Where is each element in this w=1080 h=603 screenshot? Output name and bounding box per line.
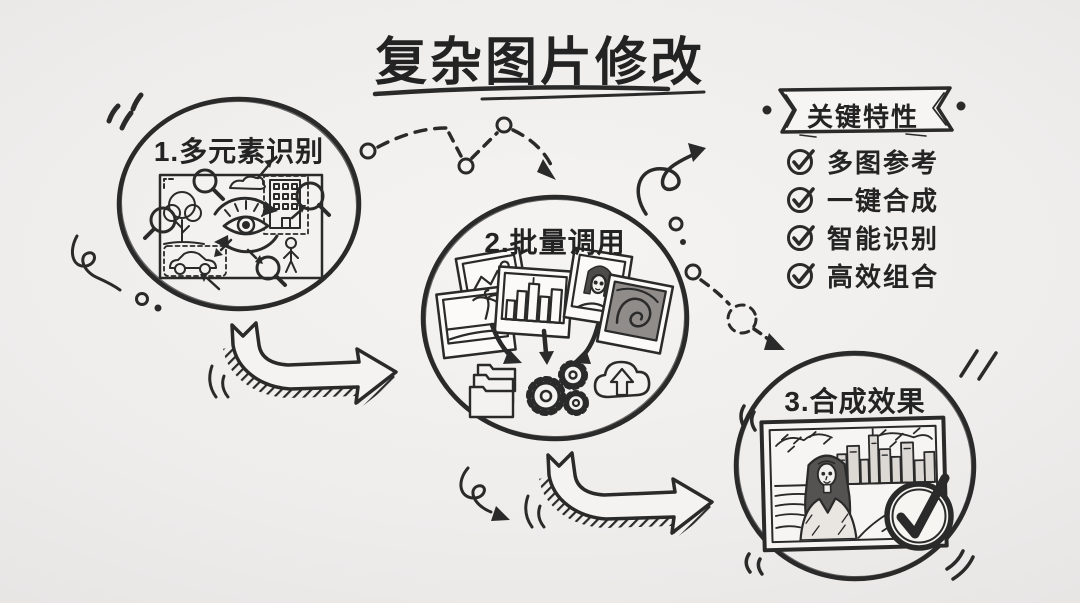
- cloud-sketch: [229, 175, 266, 190]
- fanin-arrows: [489, 322, 601, 365]
- feature-label: 高效组合: [827, 261, 940, 292]
- composed-result-sketch: [759, 415, 954, 553]
- car-sketch: [163, 245, 227, 277]
- magnifier-icon-right: [295, 181, 331, 217]
- magnifier-icon-left: [143, 206, 177, 240]
- checkmark-icon: [787, 149, 815, 175]
- dot-doodle-left: [135, 292, 162, 312]
- step2-circle: 2.批量调用: [416, 191, 694, 445]
- dashed-arrow-2: [684, 263, 785, 350]
- gears-icon: [526, 360, 589, 416]
- tree-sketch: [163, 191, 205, 245]
- big-arrow-1: [210, 323, 396, 404]
- step1-label: 1.多元素识别: [153, 136, 325, 167]
- dashed-arrow-1: [359, 116, 556, 180]
- key-features-list: 多图参考 一键合成 智能识别 高效组合: [786, 142, 939, 294]
- pointer-arrows: [200, 159, 306, 291]
- step2-ring: [420, 194, 690, 442]
- page-title: 复杂图片修改: [374, 34, 705, 92]
- ribbon-dot-left: [762, 105, 772, 115]
- feature-label: 智能识别: [827, 223, 940, 254]
- curl-arrow-down-icon: [459, 466, 510, 521]
- curl-arrow-up-icon: [636, 143, 706, 216]
- step1-ring: [116, 96, 362, 312]
- squiggle-doodle: [70, 234, 122, 292]
- big-arrow-2: [526, 453, 712, 534]
- checkmark-icon: [787, 187, 815, 213]
- step3-label: 3.合成效果: [784, 386, 926, 417]
- magnifier-icon-top: [192, 168, 225, 201]
- step3-ring: [733, 350, 977, 582]
- checkmark-icon: [787, 225, 815, 251]
- multi-element-recognition-sketch: [143, 159, 331, 291]
- sparkle-doodle: [106, 92, 144, 131]
- folders-icon: [468, 363, 517, 419]
- ribbon-dot-right: [956, 101, 966, 111]
- dot-doodle-right: [668, 216, 686, 245]
- batch-call-sketch: [435, 246, 675, 419]
- step3-circle: 3.合成效果: [731, 346, 979, 586]
- feature-item: 智能识别: [786, 218, 939, 256]
- person-sketch: [283, 237, 299, 273]
- magnifier-icon-bottom: [255, 255, 287, 287]
- step1-circle: 1.多元素识别: [112, 92, 366, 316]
- key-features-title: 关键特性: [806, 102, 919, 132]
- title-underline-stroke: [372, 85, 706, 101]
- feature-item: 多图参考: [786, 142, 939, 180]
- feature-label: 一键合成: [827, 185, 940, 216]
- checkmark-icon: [787, 263, 815, 289]
- eye-icon: [213, 196, 279, 254]
- key-features-ribbon: [762, 86, 966, 138]
- step2-label: 2.批量调用: [484, 227, 626, 258]
- woman-sketch: [799, 454, 858, 542]
- feature-item: 一键合成: [786, 180, 939, 218]
- cloud-upload-icon: [593, 360, 651, 399]
- polaroid-city: [493, 265, 575, 339]
- building-sketch: [263, 175, 309, 235]
- polaroid-hair-texture: [595, 273, 675, 355]
- feature-label: 多图参考: [827, 147, 940, 178]
- feature-item: 高效组合: [786, 256, 939, 294]
- check-circle-icon: [884, 473, 954, 551]
